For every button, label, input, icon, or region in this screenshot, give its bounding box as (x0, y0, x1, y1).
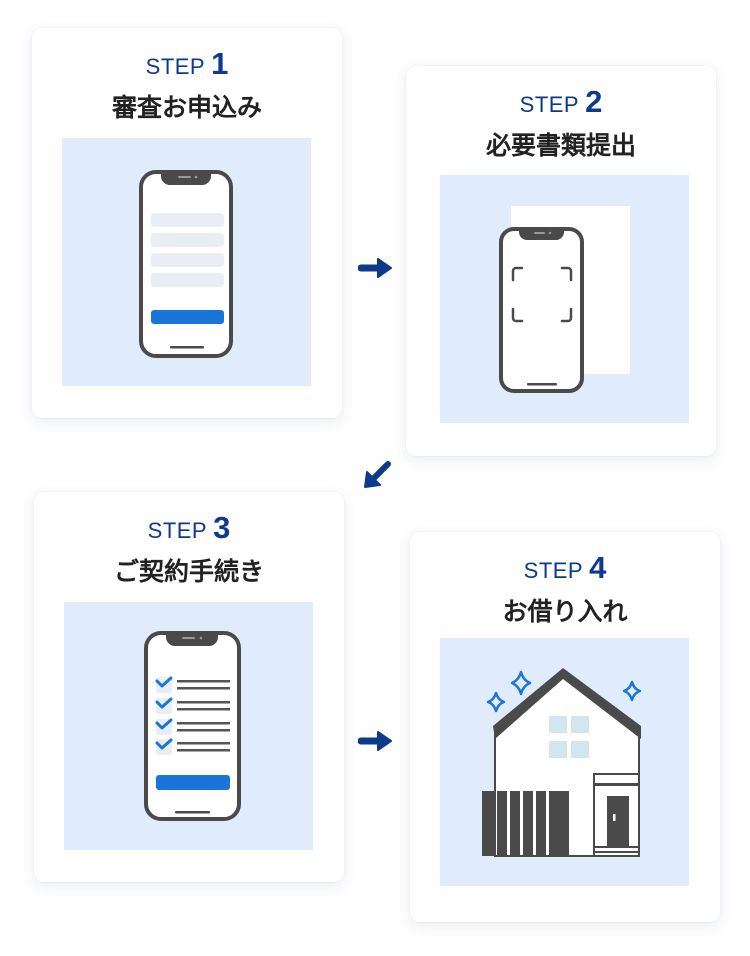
window-icon (549, 716, 589, 758)
step-title: 必要書類提出 (485, 131, 636, 160)
arrow-diagonal-step2-to-step3 (362, 460, 392, 490)
step-number: 4 (589, 550, 607, 585)
step-word: STEP (523, 558, 584, 583)
step-number: 2 (585, 84, 603, 119)
step-number: 3 (213, 510, 231, 545)
step-illustration (62, 138, 311, 386)
step-word: STEP (145, 54, 206, 79)
step-word: STEP (147, 518, 208, 543)
step-illustration (64, 602, 313, 850)
step-title: 審査お申込み (111, 93, 262, 122)
step-word: STEP (519, 92, 580, 117)
arrow-right-step1-to-step2 (358, 256, 394, 280)
fence-icon (482, 791, 569, 856)
arrow-right-icon (358, 731, 392, 751)
roof-icon (493, 668, 641, 739)
sparkle-icon (486, 670, 642, 713)
phone-form-icon (139, 170, 233, 358)
step-title: お借り入れ (502, 597, 628, 626)
phone-scan-document-icon (499, 206, 630, 393)
arrow-down-left-icon (364, 461, 391, 488)
step-illustration (440, 638, 689, 886)
step-illustration (440, 175, 689, 423)
step-title: ご契約手続き (113, 557, 264, 586)
step-number: 1 (211, 46, 229, 81)
scan-frame-icon (511, 266, 573, 323)
house-sparkle-icon (482, 668, 642, 857)
arrow-right-step3-to-step4 (358, 729, 394, 753)
arrow-right-icon (358, 258, 392, 278)
door-icon (607, 796, 629, 846)
phone-checklist-icon (144, 631, 241, 821)
